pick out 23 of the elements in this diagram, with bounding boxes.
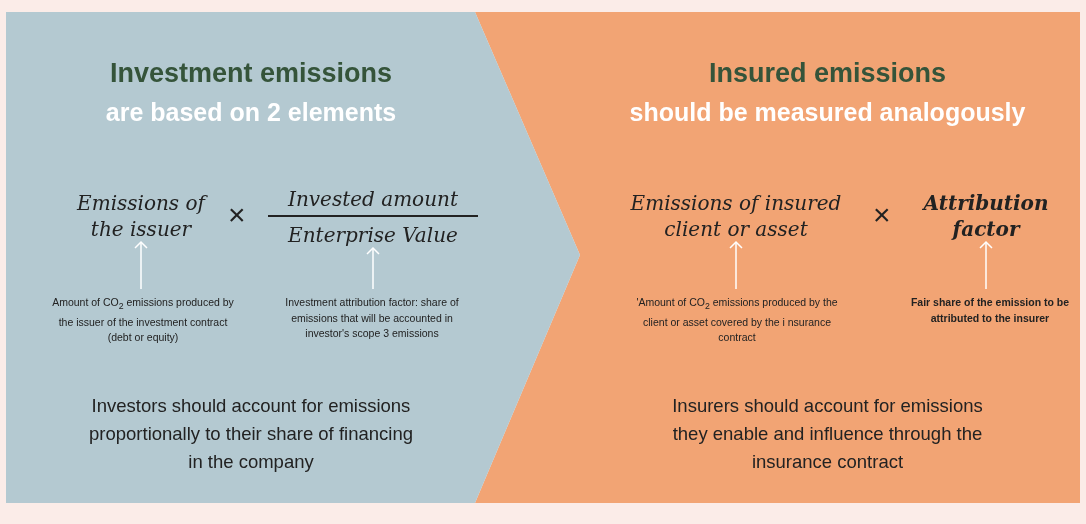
- numerator: Invested amount: [286, 186, 459, 212]
- description-text: 'Amount of CO$_{2}$ emissions produced by the client or asset covered by the i nsurance contract: [635, 295, 839, 346]
- description-text: Investment attribution factor: share of emissions that will be accounted in investor's scope 3 emissions: [284, 295, 460, 342]
- description-text: Amount of CO$_{2}$ emissions produced by the issuer of the investment contract (debt or equity): [52, 295, 234, 346]
- description-text: Fair share of the emission to be attributed to the insurer: [900, 295, 1080, 326]
- chevron-panel: [6, 12, 580, 503]
- arrow: [729, 240, 743, 290]
- arrow: [979, 240, 993, 290]
- summary-text: Insurers should account for emissions they enable and influence through the insurance contract: [671, 394, 984, 474]
- heading: Insured emissions: [707, 58, 948, 89]
- arrow: [134, 240, 148, 290]
- heading: Investment emissions: [108, 58, 394, 89]
- subheading: are based on 2 elements: [104, 98, 398, 127]
- summary-text: Investors should account for emissions proportionally to their share of financing in the company: [88, 394, 414, 474]
- denominator: Enterprise Value: [286, 222, 459, 248]
- formula-term: Attribution factor: [911, 190, 1061, 242]
- subheading: should be measured analogously: [628, 98, 1027, 127]
- formula-term: Emissions of insured client or asset: [605, 190, 867, 242]
- arrow: [366, 246, 380, 290]
- multiplication-sign: ×: [873, 198, 891, 232]
- multiplication-sign: ×: [228, 198, 246, 232]
- panel: [475, 12, 1080, 503]
- formula-term: Emissions of the issuer: [66, 190, 216, 242]
